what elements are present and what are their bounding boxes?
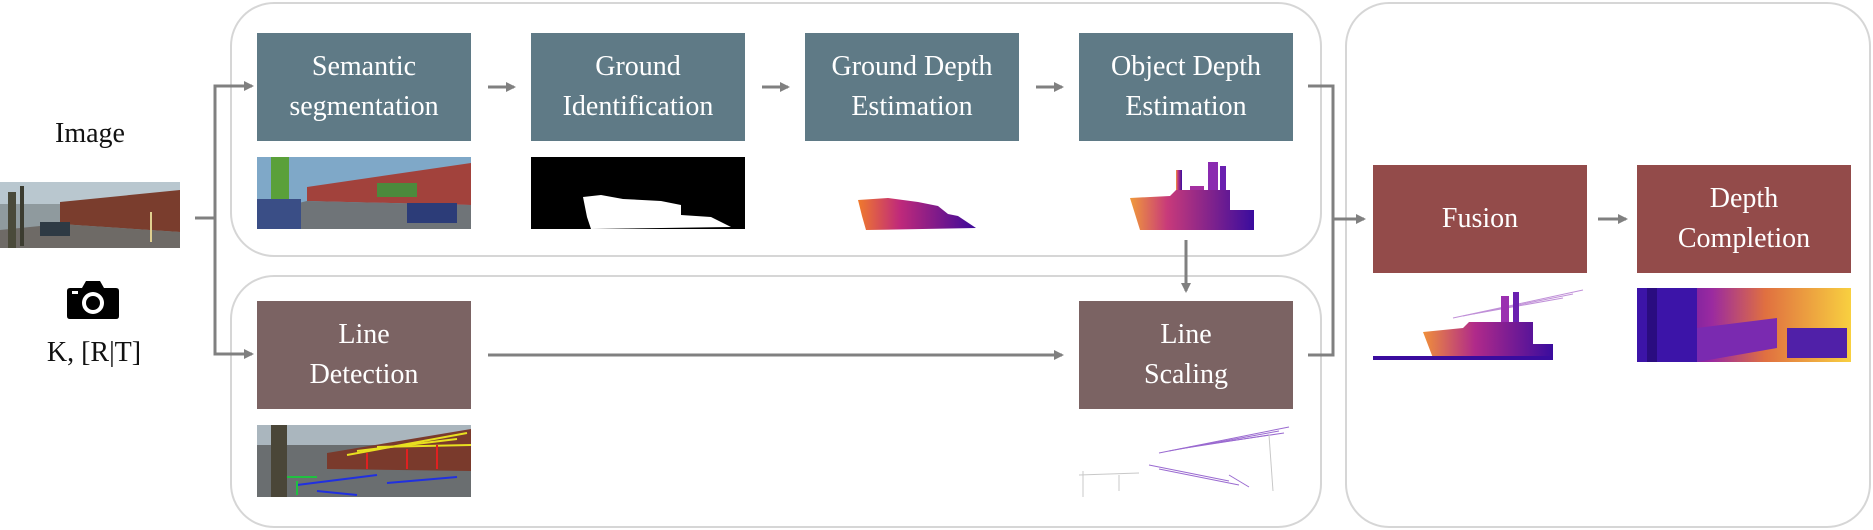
line-detection-thumbnail bbox=[257, 425, 471, 497]
ground-depth-thumbnail bbox=[858, 196, 976, 230]
ground-depth-estimation-label: Ground Depth Estimation bbox=[831, 51, 993, 122]
fused-depth-thumbnail bbox=[1373, 288, 1587, 362]
object-depth-thumbnail bbox=[1130, 160, 1254, 230]
camera-icon bbox=[66, 278, 120, 320]
completed-depth-thumbnail bbox=[1637, 288, 1851, 362]
ground-identification-box: Ground Identification bbox=[531, 33, 745, 141]
semantic-segmentation-label: Semantic segmentation bbox=[289, 51, 439, 122]
line-scaling-thumbnail bbox=[1079, 425, 1293, 497]
depth-completion-box: Depth Completion bbox=[1637, 165, 1851, 273]
fusion-box: Fusion bbox=[1373, 165, 1587, 273]
image-label: Image bbox=[55, 118, 125, 149]
line-detection-label: Line Detection bbox=[309, 319, 419, 390]
ground-depth-estimation-box: Ground Depth Estimation bbox=[805, 33, 1019, 141]
object-depth-estimation-label: Object Depth Estimation bbox=[1110, 51, 1262, 122]
semantic-segmentation-box: Semantic segmentation bbox=[257, 33, 471, 141]
line-scaling-box: Line Scaling bbox=[1079, 301, 1293, 409]
input-image-thumbnail bbox=[0, 182, 180, 248]
segmentation-thumbnail bbox=[257, 157, 471, 229]
line-detection-box: Line Detection bbox=[257, 301, 471, 409]
line-scaling-label: Line Scaling bbox=[1144, 319, 1228, 390]
depth-completion-label: Depth Completion bbox=[1677, 183, 1811, 254]
camera-params-label: K, [R|T] bbox=[46, 337, 142, 368]
ground-mask-thumbnail bbox=[531, 157, 745, 229]
ground-identification-label: Ground Identification bbox=[562, 51, 714, 122]
fusion-label: Fusion bbox=[1441, 203, 1519, 234]
object-depth-estimation-box: Object Depth Estimation bbox=[1079, 33, 1293, 141]
